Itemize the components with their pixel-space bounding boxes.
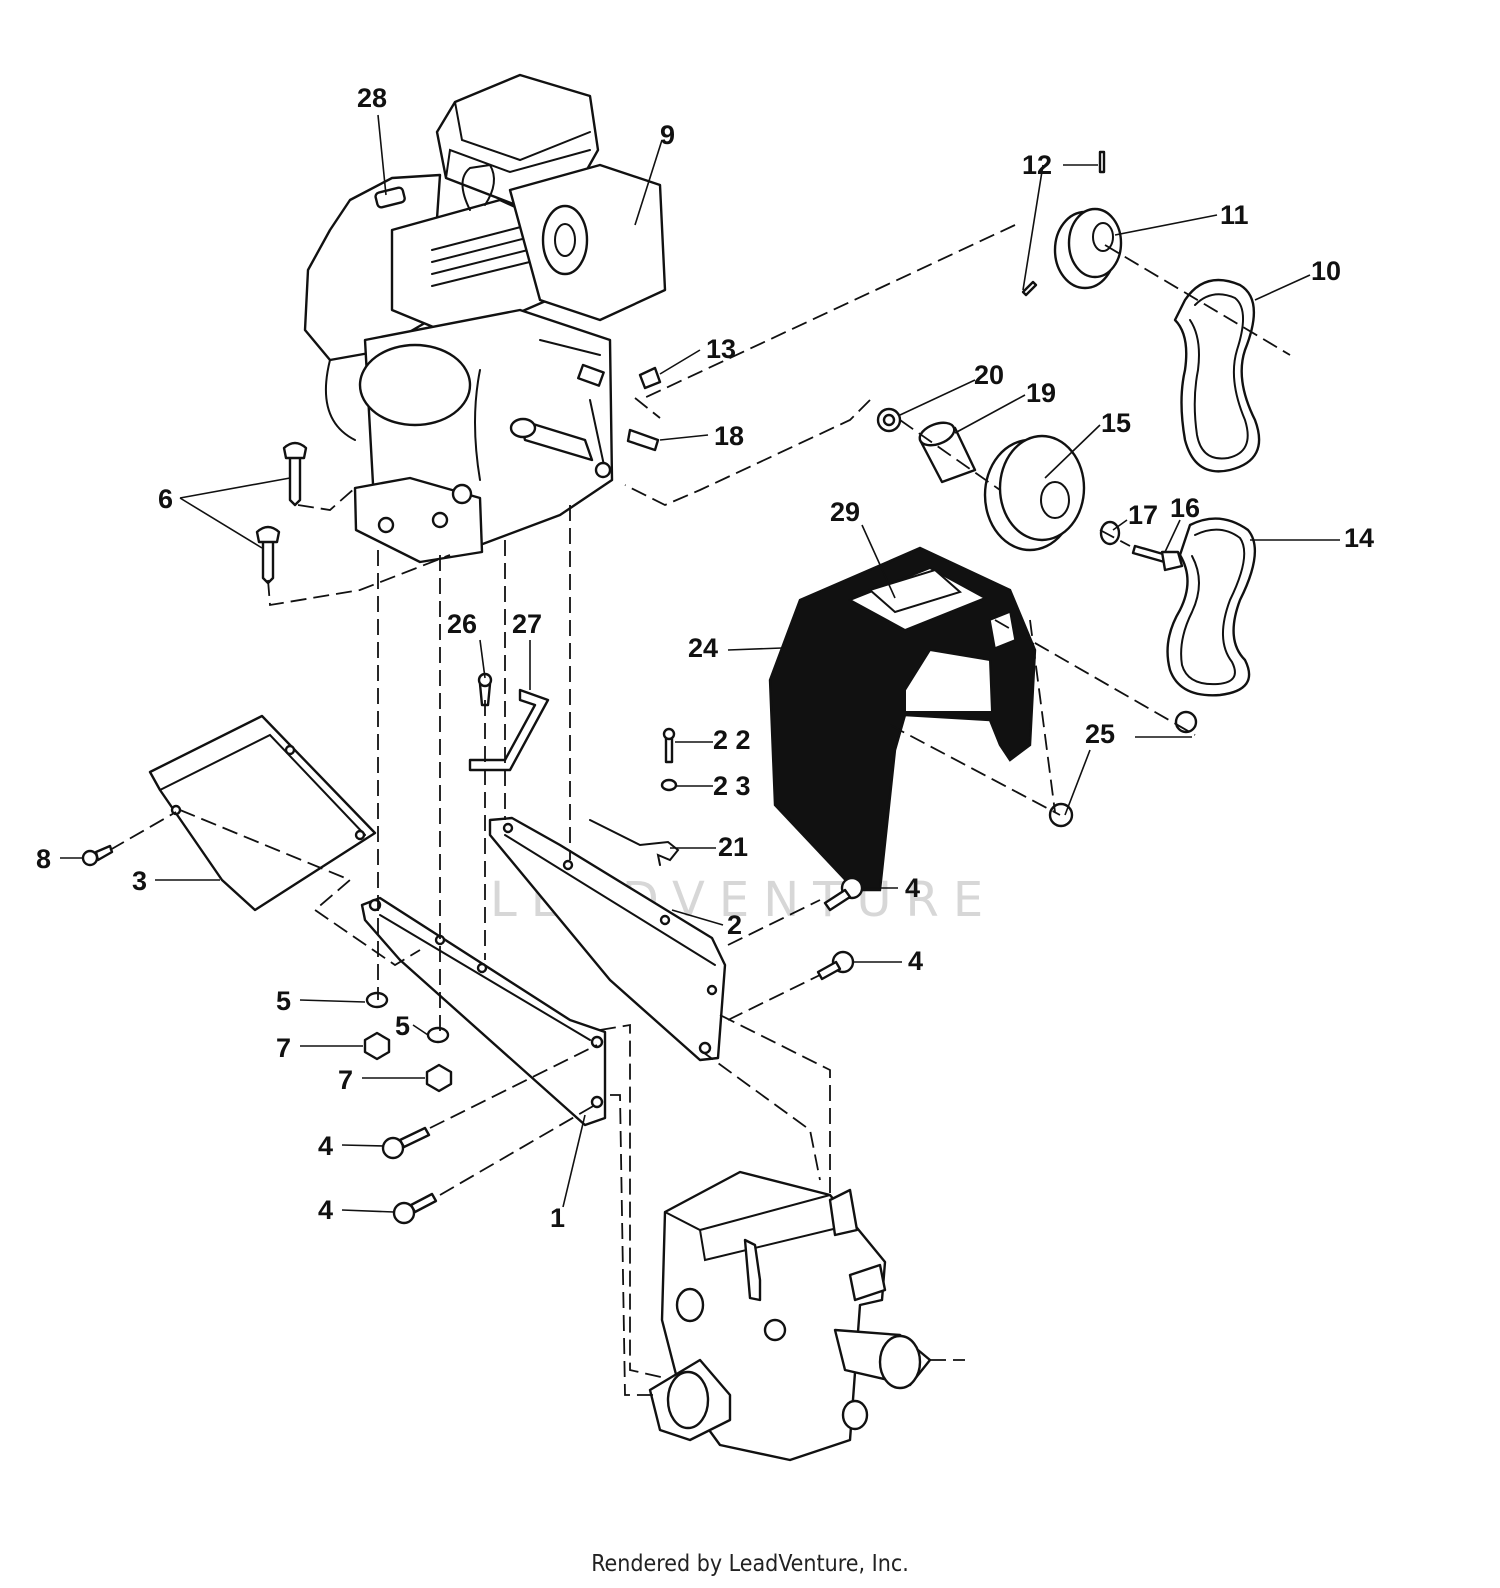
callout-4-a: 4 bbox=[905, 873, 920, 903]
mounting-plate-1[interactable] bbox=[360, 896, 607, 1127]
pin-12[interactable] bbox=[1098, 150, 1106, 174]
mounting-plate-2[interactable] bbox=[488, 816, 727, 1062]
bolt-4-c[interactable] bbox=[381, 1126, 431, 1160]
lock-washer-5-b[interactable] bbox=[426, 1026, 450, 1044]
callout-3: 3 bbox=[132, 866, 147, 896]
callout-27: 27 bbox=[512, 609, 542, 639]
callout-6: 6 bbox=[158, 484, 173, 514]
callout-14: 14 bbox=[1344, 523, 1374, 553]
callout-16: 16 bbox=[1170, 493, 1200, 523]
spacer-19[interactable] bbox=[917, 418, 977, 484]
bracket-27[interactable] bbox=[468, 688, 550, 772]
callout-13: 13 bbox=[706, 334, 736, 364]
nut-7-b[interactable] bbox=[425, 1063, 453, 1093]
belt-10[interactable] bbox=[1173, 278, 1261, 473]
callout-18: 18 bbox=[714, 421, 744, 451]
bolt-6-lower[interactable] bbox=[255, 525, 281, 585]
engine[interactable] bbox=[303, 73, 667, 564]
engine-pulley-11[interactable] bbox=[1053, 207, 1123, 290]
callout-11: 11 bbox=[1220, 200, 1249, 230]
callout-28: 28 bbox=[357, 83, 387, 113]
callout-4-c: 4 bbox=[318, 1131, 333, 1161]
callout-1: 1 bbox=[550, 1203, 565, 1233]
gearbox[interactable] bbox=[648, 1170, 932, 1462]
bolt-16[interactable] bbox=[1131, 544, 1184, 572]
callout-4-b: 4 bbox=[908, 946, 923, 976]
decal-29 bbox=[867, 568, 963, 614]
callout-labels: 28 9 12 11 10 13 20 19 15 18 6 29 17 16 … bbox=[36, 83, 1374, 1233]
key-18[interactable] bbox=[626, 428, 660, 452]
callout-22: 2 2 bbox=[713, 725, 751, 755]
callout-21: 21 bbox=[718, 832, 748, 862]
chute-plate-3[interactable] bbox=[148, 714, 377, 912]
callout-4-d: 4 bbox=[318, 1195, 333, 1225]
bolt-4-a[interactable] bbox=[823, 876, 864, 912]
callout-5-a: 5 bbox=[276, 986, 291, 1016]
rod-21[interactable] bbox=[589, 819, 680, 866]
screw-8[interactable] bbox=[81, 844, 114, 867]
callout-25: 25 bbox=[1085, 719, 1115, 749]
belt-14[interactable] bbox=[1166, 517, 1257, 697]
callout-10: 10 bbox=[1311, 256, 1341, 286]
washer-17[interactable] bbox=[1099, 520, 1121, 546]
callout-9: 9 bbox=[660, 120, 675, 150]
callout-29: 29 bbox=[830, 497, 860, 527]
callout-12: 12 bbox=[1022, 150, 1052, 180]
callout-17: 17 bbox=[1128, 500, 1158, 530]
callout-24: 24 bbox=[688, 633, 718, 663]
assembly-alignment-lines bbox=[109, 224, 1291, 1396]
callout-23: 2 3 bbox=[713, 771, 751, 801]
washer-23[interactable] bbox=[660, 778, 678, 792]
callout-5-b: 5 bbox=[395, 1011, 410, 1041]
callout-leaders bbox=[60, 114, 1340, 1213]
bolt-22[interactable] bbox=[662, 727, 676, 764]
nut-7-a[interactable] bbox=[363, 1031, 391, 1061]
callout-26: 26 bbox=[447, 609, 477, 639]
pulley-15[interactable] bbox=[983, 434, 1086, 552]
lock-washer-5-a[interactable] bbox=[365, 991, 389, 1009]
washer-20[interactable] bbox=[876, 407, 902, 433]
callout-8: 8 bbox=[36, 844, 51, 874]
footer-credit: Rendered by LeadVenture, Inc. bbox=[591, 1551, 909, 1577]
bolt-4-b[interactable] bbox=[816, 950, 855, 981]
callout-19: 19 bbox=[1026, 378, 1056, 408]
bolt-4-d[interactable] bbox=[392, 1192, 438, 1225]
callout-7-a: 7 bbox=[276, 1033, 291, 1063]
key-13[interactable] bbox=[638, 366, 662, 390]
callout-2: 2 bbox=[727, 910, 742, 940]
roll-pin[interactable] bbox=[1021, 280, 1038, 297]
bolt-6-upper[interactable] bbox=[282, 441, 308, 507]
callout-7-b: 7 bbox=[338, 1065, 353, 1095]
callout-15: 15 bbox=[1101, 408, 1131, 438]
callout-20: 20 bbox=[974, 360, 1004, 390]
